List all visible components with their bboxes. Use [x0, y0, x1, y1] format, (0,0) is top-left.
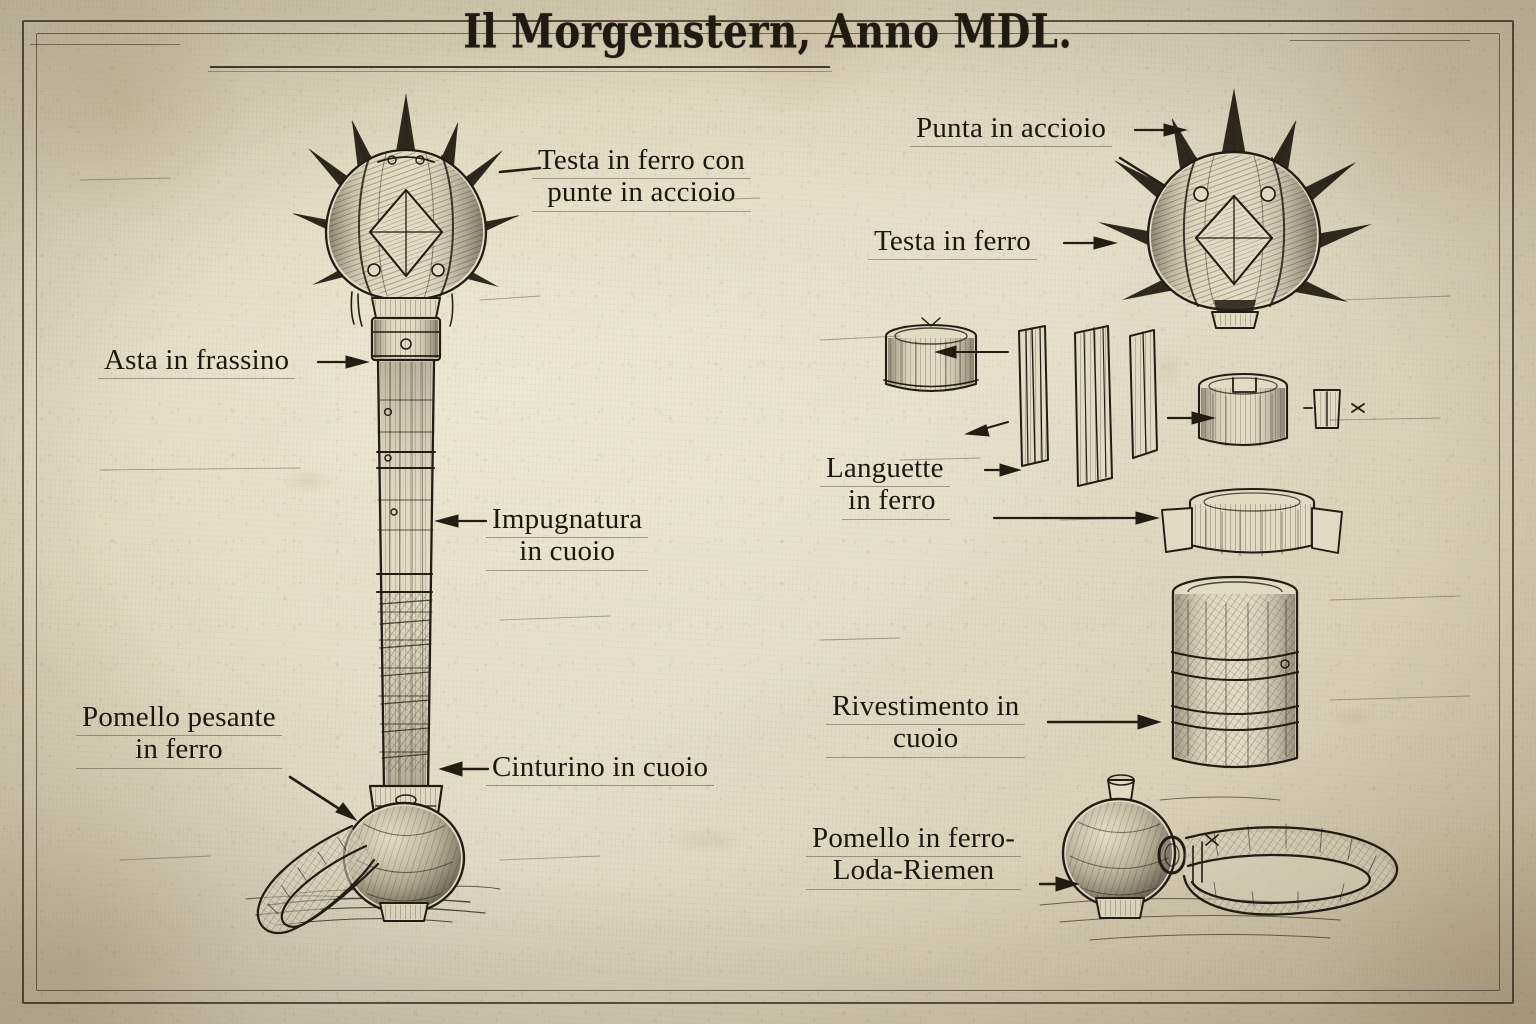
label-line: in cuoio [485, 535, 649, 572]
label-leather-grip: Impugnatura in cuoio [485, 503, 649, 572]
figure-ferrule-cap [883, 317, 979, 393]
label-line: Languette [820, 452, 950, 488]
figure-slotted-collar [1197, 373, 1341, 447]
label-line: Testa in ferro con [532, 144, 751, 180]
page-title: Il Morgenstern, Anno MDL. [463, 3, 1073, 60]
label-line: Asta in frassino [97, 344, 296, 380]
plate-border-inner [36, 33, 1500, 991]
label-line: cuoio [825, 722, 1026, 759]
label-ash-haft: Asta in frassino [97, 344, 296, 380]
title-tick-left [30, 44, 180, 45]
haft-shaft [376, 358, 436, 792]
title-underrule [208, 66, 832, 72]
label-line: Pomello in ferro- [805, 822, 1022, 858]
label-iron-pommel-strap: Pomello in ferro- Loda-Riemen [805, 822, 1022, 891]
title-tick-right [1290, 40, 1470, 41]
figure-main-assembly [245, 93, 520, 935]
mace-head-main [292, 93, 520, 327]
label-heavy-iron-pommel: Pomello pesante in ferro [76, 701, 282, 770]
label-line: Loda-Riemen [805, 854, 1022, 891]
label-iron-languette: Languette in ferro [820, 452, 950, 521]
label-leather-strap: Cinturino in cuoio [485, 751, 715, 787]
pommel-main [256, 784, 466, 935]
figure-pommel-and-loop [1039, 774, 1399, 941]
label-line: Punta in accioio [909, 112, 1113, 148]
label-line: Rivestimento in [825, 690, 1026, 726]
label-head-steel-spikes: Testa in ferro con punte in accioio [532, 144, 751, 213]
label-leather-covering: Rivestimento in cuoio [825, 690, 1026, 759]
plate-border-outer [22, 20, 1514, 1004]
label-line: Cinturino in cuoio [485, 751, 715, 787]
label-line: punte in accioio [532, 176, 751, 213]
label-line: in ferro [842, 484, 950, 521]
label-line: Pomello pesante [76, 701, 282, 737]
figure-flanged-crown [1161, 488, 1343, 557]
figure-leather-sleeve [1170, 575, 1300, 769]
label-line: Testa in ferro [868, 225, 1037, 261]
figure-languette-strips [1018, 325, 1158, 487]
figure-detached-head [1098, 88, 1372, 329]
engraver-hairlines [79, 177, 1471, 861]
label-line: in ferro [76, 733, 282, 770]
label-iron-head: Testa in ferro [868, 225, 1037, 261]
label-steel-point: Punta in accioio [909, 112, 1113, 148]
title-block: Il Morgenstern, Anno MDL. [0, 4, 1536, 59]
haft-upper-ferrule [370, 316, 442, 362]
label-line: Impugnatura [485, 503, 649, 539]
